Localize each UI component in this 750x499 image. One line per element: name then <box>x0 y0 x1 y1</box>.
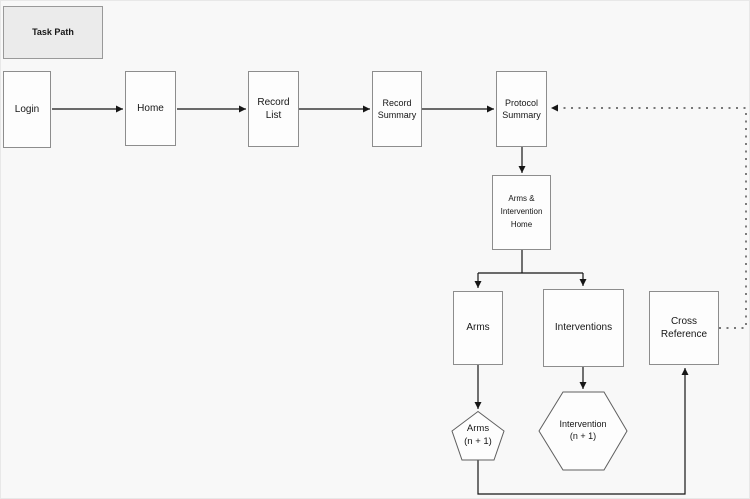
node-protocol-summary: Protocol Summary <box>496 71 547 147</box>
edge-cross-reference-protocol-summary-dashed <box>551 104 747 329</box>
node-arms-intervention-home: Arms & Intervention Home <box>492 175 551 250</box>
node-record-summary: Record Summary <box>372 71 422 147</box>
node-login: Login <box>3 71 51 148</box>
node-intervention-next-label: Intervention (n + 1) <box>541 418 625 442</box>
intervention-next-line1: Intervention <box>559 419 607 429</box>
node-arms: Arms <box>453 291 503 365</box>
arms-next-line2: (n + 1) <box>464 435 492 447</box>
arms-next-line1: Arms <box>466 423 490 434</box>
intervention-next-line2: (n + 1) <box>569 431 597 442</box>
edge-arms-next-cross-reference <box>477 368 689 495</box>
node-record-list: Record List <box>248 71 299 147</box>
hexagon-intervention-next-shape <box>538 391 628 471</box>
node-interventions: Interventions <box>543 289 624 367</box>
node-arms-next-label: Arms (n + 1) <box>451 423 505 449</box>
node-cross-reference: Cross Reference <box>649 291 719 365</box>
edge-aih-split <box>478 250 583 274</box>
task-path-legend: Task Path <box>3 6 103 59</box>
node-home: Home <box>125 71 176 146</box>
pentagon-arms-next-shape <box>451 410 505 461</box>
